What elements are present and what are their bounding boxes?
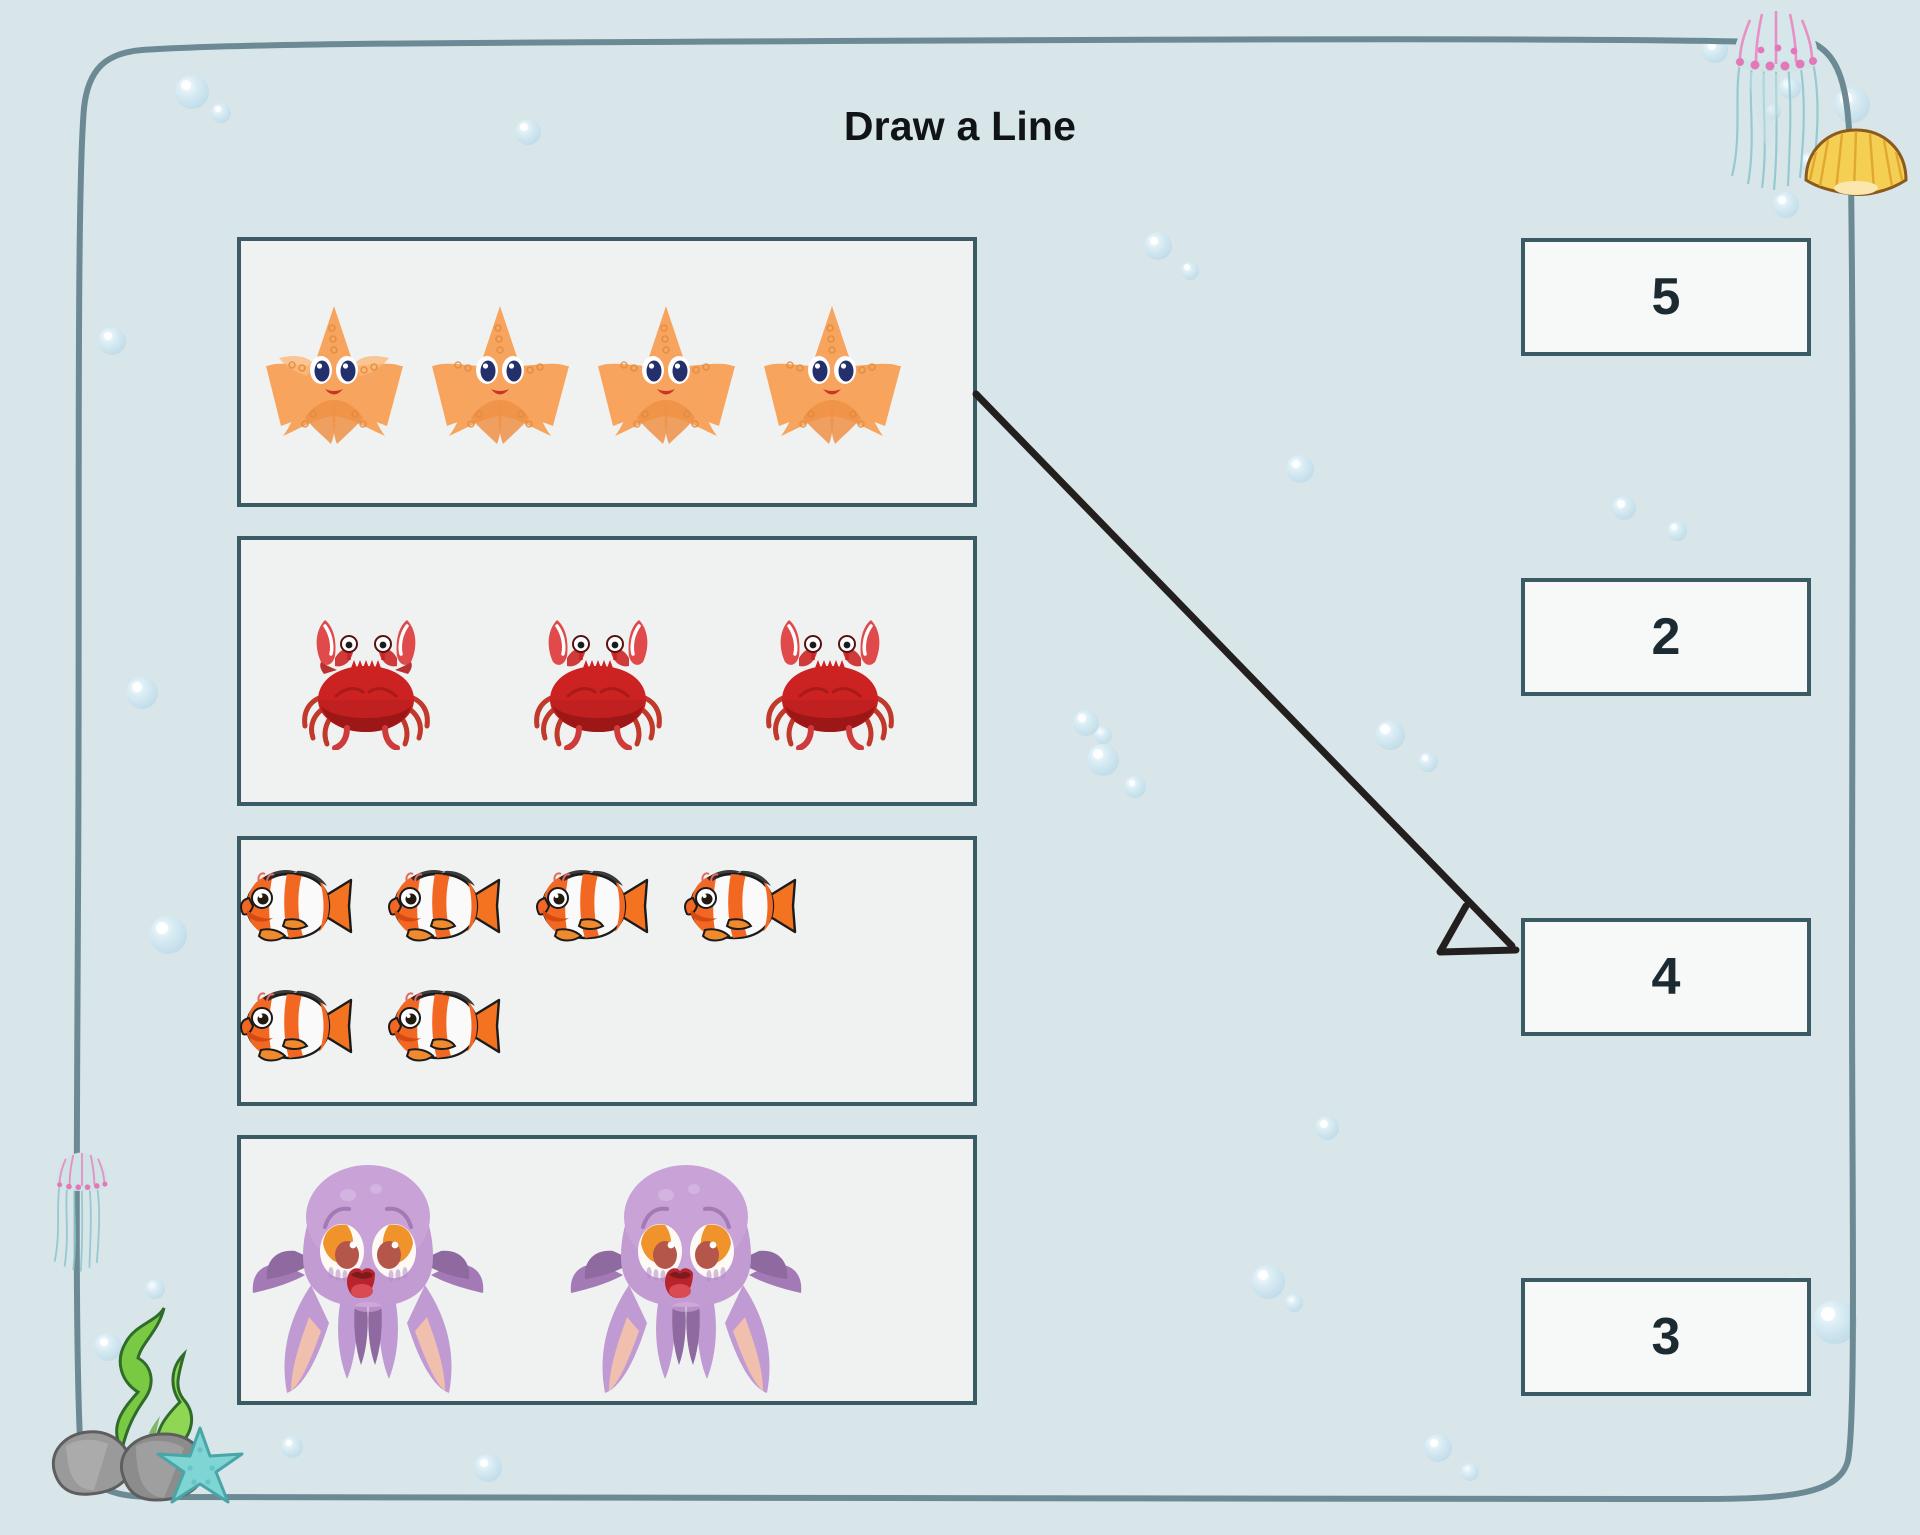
starfish-icon	[432, 306, 569, 444]
item-box-starfish[interactable]	[237, 237, 977, 507]
clownfish-icon	[684, 869, 797, 941]
number-box-4[interactable]: 4	[1521, 918, 1811, 1036]
item-box-clownfish[interactable]	[237, 836, 977, 1106]
clownfish-icon	[240, 989, 353, 1061]
crab-icon	[534, 620, 662, 750]
clownfish-icon	[388, 989, 501, 1061]
starfish-icon	[764, 306, 901, 444]
octopus-icon	[570, 1165, 802, 1393]
page-title: Draw a Line	[843, 103, 1077, 149]
number-box-3[interactable]: 3	[1521, 1278, 1811, 1396]
crab-icon	[302, 620, 430, 750]
number-box-5[interactable]: 5	[1521, 238, 1811, 356]
number-box-2[interactable]: 2	[1521, 578, 1811, 696]
item-box-crab[interactable]	[237, 536, 977, 806]
octopus-icon	[252, 1165, 484, 1393]
starfish-icon	[266, 306, 403, 444]
clownfish-icon	[388, 869, 501, 941]
starfish-icon	[598, 306, 735, 444]
clownfish-icon	[240, 869, 353, 941]
item-box-octopus[interactable]	[237, 1135, 977, 1405]
crab-icon	[766, 620, 894, 750]
clownfish-icon	[536, 869, 649, 941]
